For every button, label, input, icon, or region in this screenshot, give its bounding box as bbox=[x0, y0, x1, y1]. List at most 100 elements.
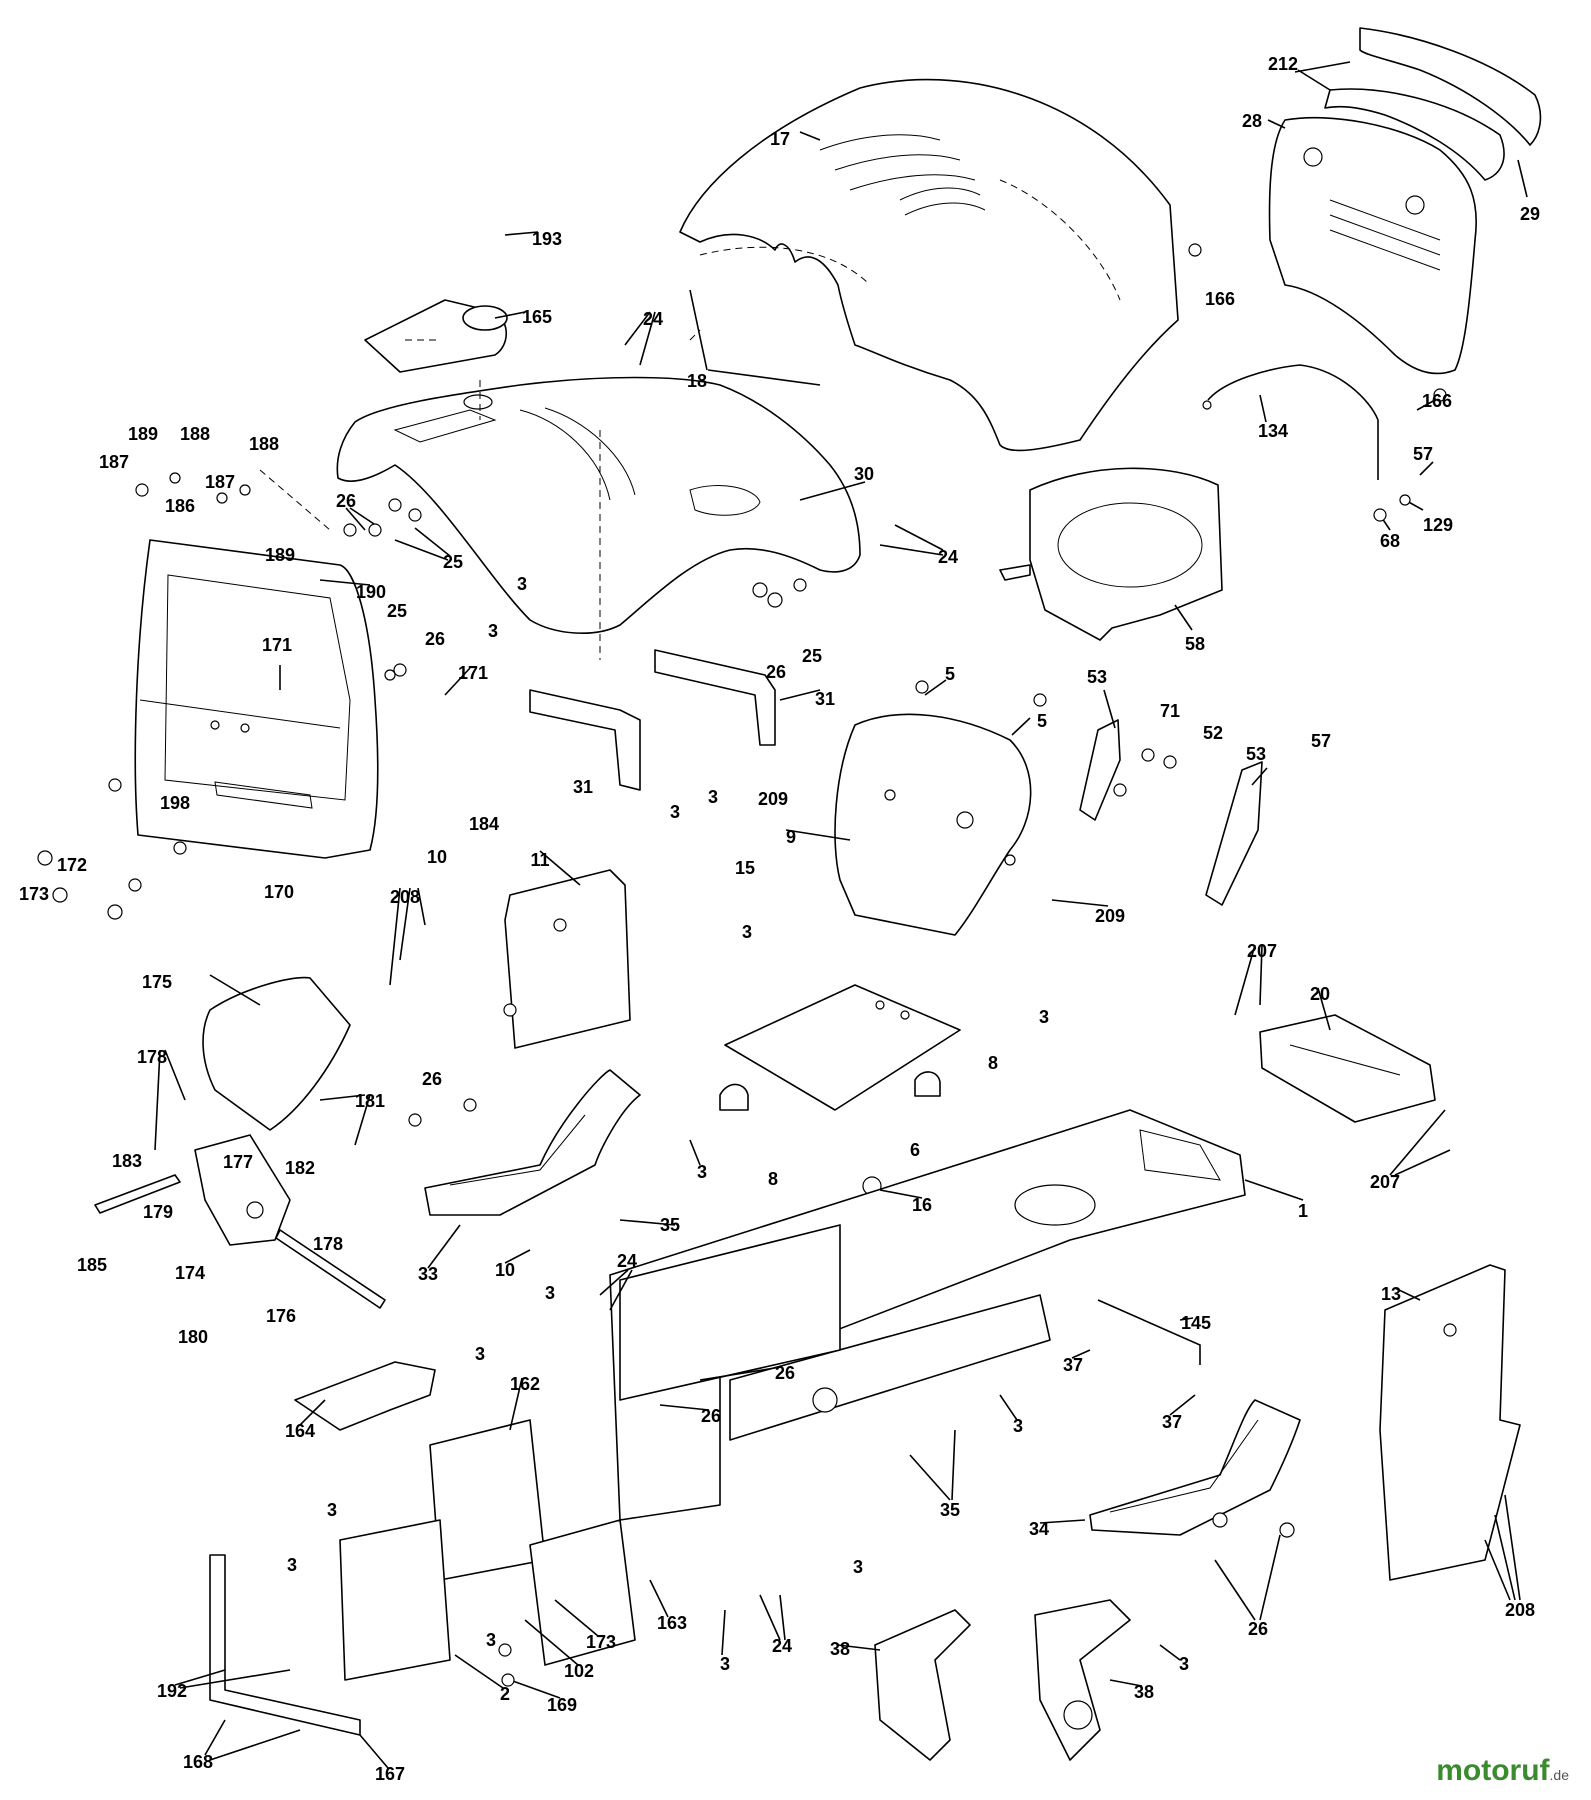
part-callout-26: 26 bbox=[1248, 1619, 1268, 1639]
part-callout-207: 207 bbox=[1370, 1172, 1400, 1192]
part-callout-134: 134 bbox=[1258, 421, 1288, 441]
front-panel-part bbox=[134, 539, 379, 859]
part-callout-184: 184 bbox=[469, 814, 499, 834]
part-callout-57: 57 bbox=[1413, 444, 1433, 464]
rod-176 bbox=[275, 1229, 386, 1309]
part-callout-176: 176 bbox=[266, 1306, 296, 1326]
part-callout-37: 37 bbox=[1063, 1355, 1083, 1375]
shroud-175 bbox=[202, 976, 351, 1131]
part-callout-68: 68 bbox=[1380, 531, 1400, 551]
part-callout-26: 26 bbox=[701, 1406, 721, 1426]
part-callout-166: 166 bbox=[1422, 391, 1452, 411]
part-callout-178: 178 bbox=[313, 1234, 343, 1254]
watermark-logo: motoruf.de bbox=[1436, 1754, 1569, 1788]
part-callout-53: 53 bbox=[1087, 667, 1107, 687]
plate-53-left bbox=[1079, 719, 1121, 821]
side-plate-11 bbox=[503, 869, 631, 1049]
part-callout-10: 10 bbox=[427, 847, 447, 867]
part-callout-180: 180 bbox=[178, 1327, 208, 1347]
part-callout-181: 181 bbox=[355, 1091, 385, 1111]
part-callout-16: 16 bbox=[912, 1195, 932, 1215]
part-callout-17: 17 bbox=[770, 129, 790, 149]
clip-8b bbox=[914, 1071, 941, 1097]
part-callout-24: 24 bbox=[643, 309, 663, 329]
part-callout-26: 26 bbox=[422, 1069, 442, 1089]
part-callout-3: 3 bbox=[327, 1500, 337, 1520]
part-callout-8: 8 bbox=[988, 1053, 998, 1073]
part-callout-186: 186 bbox=[165, 496, 195, 516]
part-callout-212: 212 bbox=[1268, 54, 1298, 74]
part-callout-24: 24 bbox=[772, 1636, 792, 1656]
part-callout-171: 171 bbox=[458, 663, 488, 683]
part-callout-188: 188 bbox=[180, 424, 210, 444]
part-callout-13: 13 bbox=[1381, 1284, 1401, 1304]
part-callout-9: 9 bbox=[786, 827, 796, 847]
part-callout-3: 3 bbox=[1039, 1007, 1049, 1027]
part-callout-185: 185 bbox=[77, 1255, 107, 1275]
bumper-167 bbox=[209, 1554, 361, 1736]
part-callout-57: 57 bbox=[1311, 731, 1331, 751]
part-callout-189: 189 bbox=[128, 424, 158, 444]
part-callout-2: 2 bbox=[500, 1684, 510, 1704]
part-callout-11: 11 bbox=[530, 850, 549, 870]
part-callout-174: 174 bbox=[175, 1263, 205, 1283]
part-callout-3: 3 bbox=[1179, 1654, 1189, 1674]
part-callout-25: 25 bbox=[387, 601, 407, 621]
part-callout-26: 26 bbox=[336, 491, 356, 511]
part-callout-167: 167 bbox=[375, 1764, 405, 1784]
part-callout-30: 30 bbox=[854, 464, 874, 484]
part-callout-187: 187 bbox=[205, 472, 235, 492]
watermark-suffix: .de bbox=[1549, 1767, 1569, 1783]
part-callout-3: 3 bbox=[475, 1344, 485, 1364]
rod-185 bbox=[94, 1174, 181, 1214]
part-callout-3: 3 bbox=[853, 1557, 863, 1577]
part-callout-173: 173 bbox=[19, 884, 49, 904]
part-callout-20: 20 bbox=[1310, 984, 1330, 1004]
part-callout-207: 207 bbox=[1247, 941, 1277, 961]
part-callout-8: 8 bbox=[768, 1169, 778, 1189]
part-callout-71: 71 bbox=[1160, 701, 1180, 721]
part-callout-15: 15 bbox=[735, 858, 755, 878]
part-callout-173: 173 bbox=[586, 1632, 616, 1652]
part-callout-168: 168 bbox=[183, 1752, 213, 1772]
side-plate-13 bbox=[1379, 1264, 1521, 1581]
part-callout-29: 29 bbox=[1520, 204, 1540, 224]
rod-part bbox=[1207, 364, 1379, 480]
part-callout-5: 5 bbox=[1037, 711, 1047, 731]
hood-part bbox=[679, 78, 1179, 452]
footrest-34 bbox=[1089, 1399, 1301, 1536]
part-callout-166: 166 bbox=[1205, 289, 1235, 309]
part-callout-28: 28 bbox=[1242, 111, 1262, 131]
part-callout-209: 209 bbox=[1095, 906, 1125, 926]
part-callout-3: 3 bbox=[720, 1654, 730, 1674]
part-callout-182: 182 bbox=[285, 1158, 315, 1178]
cover-plate-9 bbox=[834, 713, 1032, 936]
part-callout-3: 3 bbox=[1013, 1416, 1023, 1436]
part-callout-172: 172 bbox=[57, 855, 87, 875]
part-callout-37: 37 bbox=[1162, 1412, 1182, 1432]
part-callout-179: 179 bbox=[143, 1202, 173, 1222]
dash-cover-part bbox=[364, 299, 508, 373]
bracket-2 bbox=[339, 1519, 451, 1681]
part-callout-209: 209 bbox=[758, 789, 788, 809]
part-callout-3: 3 bbox=[708, 787, 718, 807]
part-callout-35: 35 bbox=[660, 1215, 680, 1235]
bracket-31 bbox=[529, 649, 776, 791]
part-callout-129: 129 bbox=[1423, 515, 1453, 535]
part-callout-188: 188 bbox=[249, 434, 279, 454]
bracket-38-right bbox=[1034, 1599, 1131, 1761]
part-callout-33: 33 bbox=[418, 1264, 438, 1284]
part-callout-178: 178 bbox=[137, 1047, 167, 1067]
bracket-20 bbox=[1259, 1014, 1436, 1123]
part-callout-24: 24 bbox=[617, 1251, 637, 1271]
hardware bbox=[37, 243, 1447, 1687]
part-callout-208: 208 bbox=[1505, 1600, 1535, 1620]
part-callout-6: 6 bbox=[910, 1140, 920, 1160]
mount-plate-6 bbox=[724, 984, 961, 1111]
part-callout-198: 198 bbox=[160, 793, 190, 813]
footrest-33 bbox=[424, 1069, 641, 1216]
part-callout-3: 3 bbox=[545, 1283, 555, 1303]
part-callout-31: 31 bbox=[573, 777, 593, 797]
part-callout-208: 208 bbox=[390, 887, 420, 907]
